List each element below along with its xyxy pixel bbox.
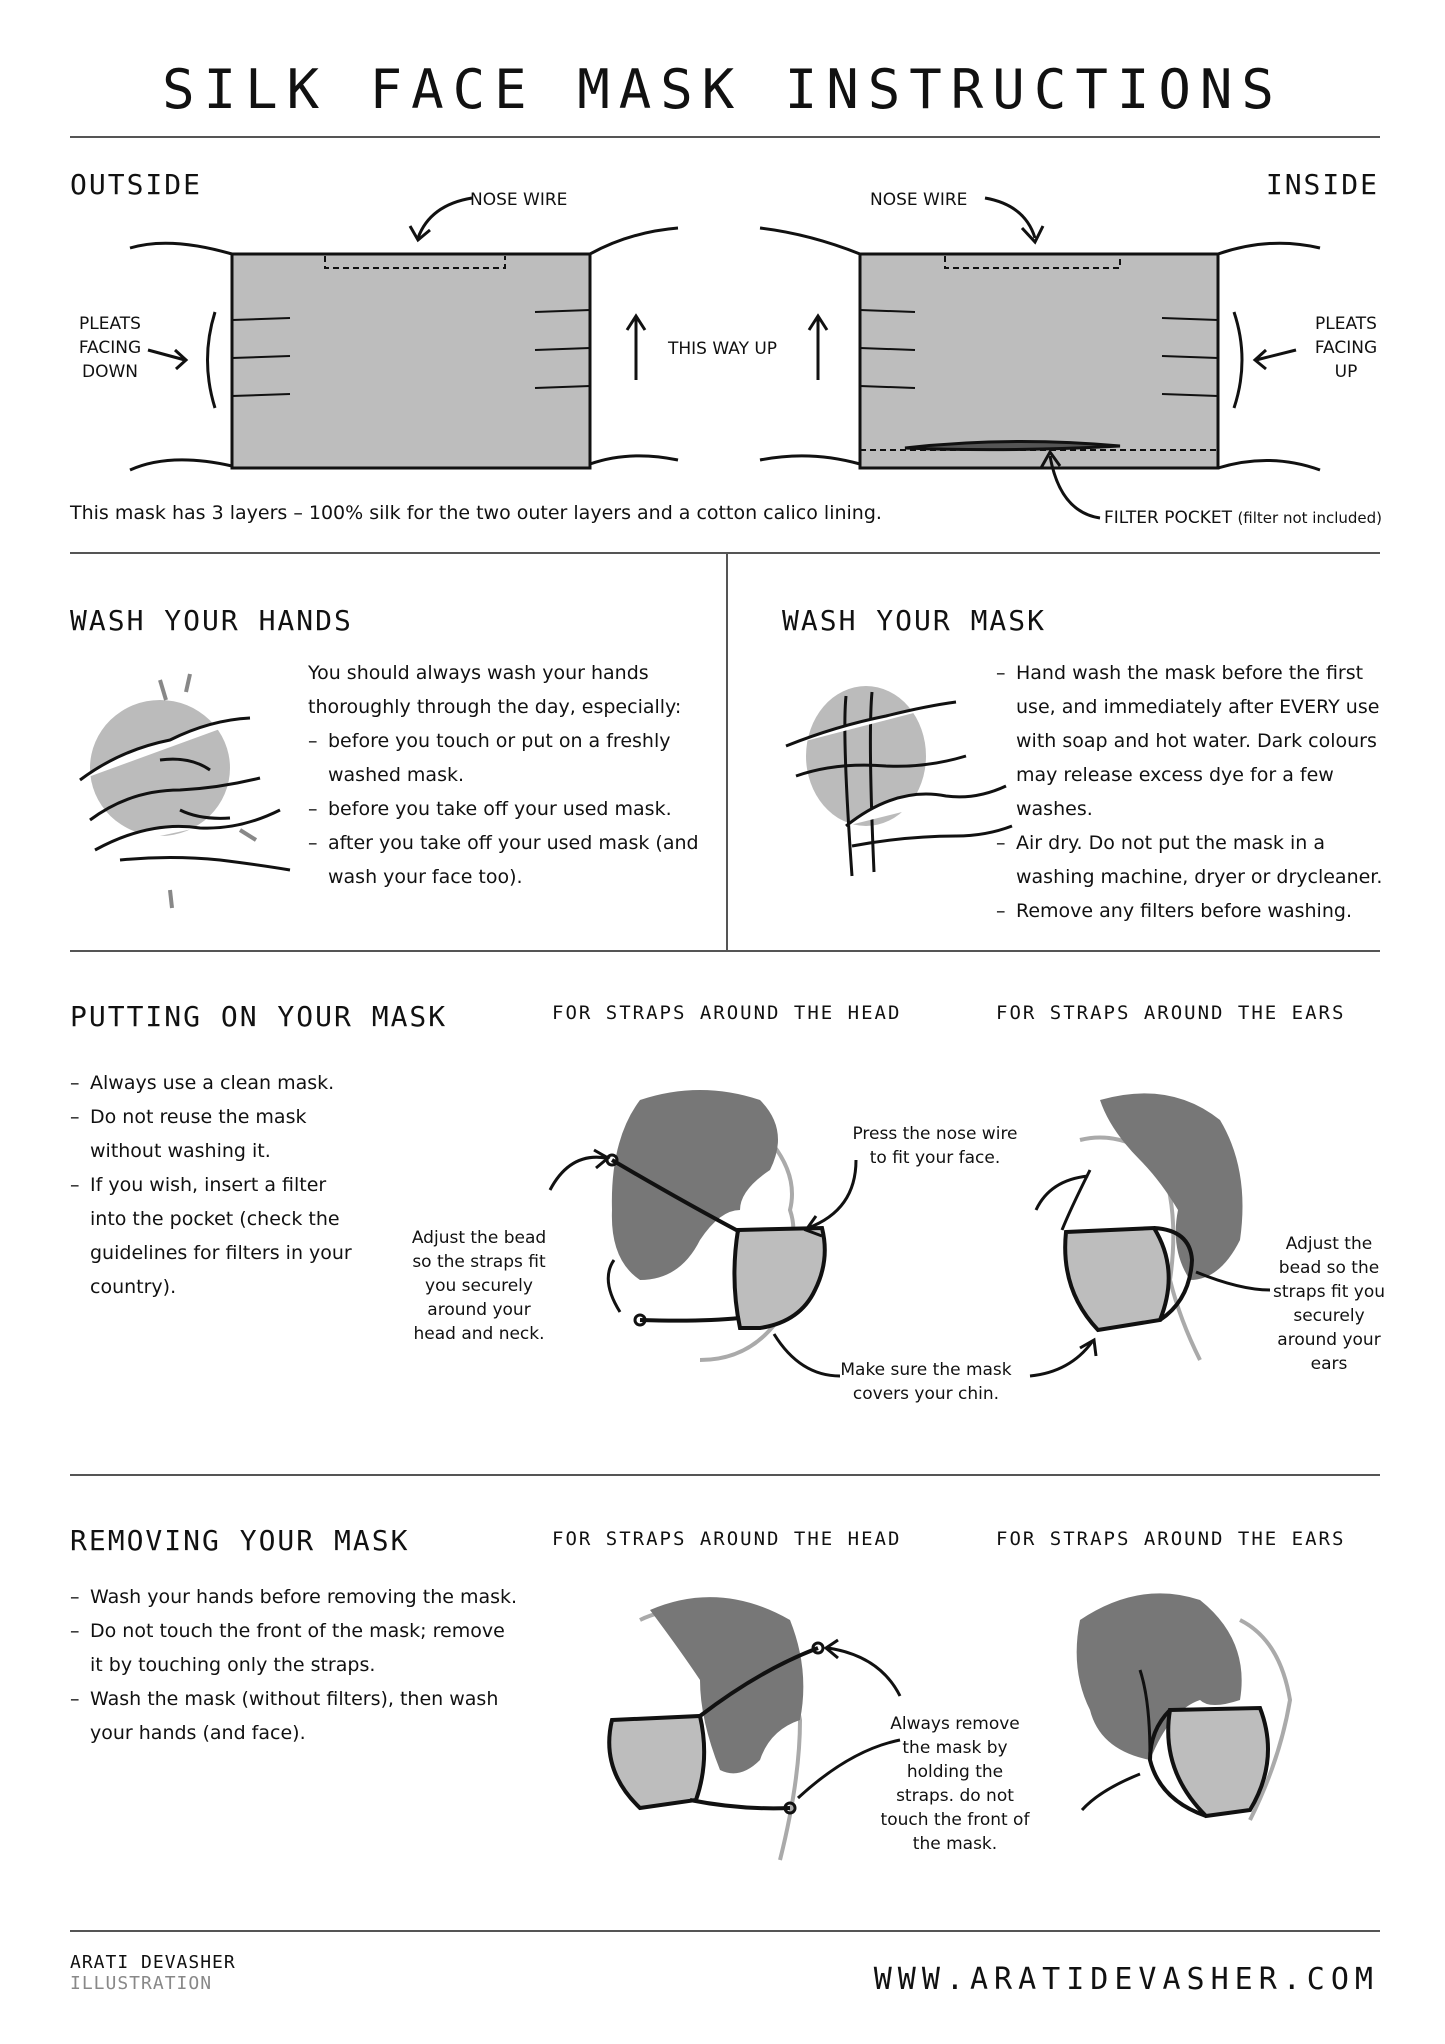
note-bead-ears: Adjust the bead so the straps fit you se… [1273, 1234, 1385, 1374]
nose-wire-label-inside: NOSE WIRE [870, 190, 968, 210]
divider [70, 1474, 1380, 1476]
list-item: Always use a clean mask. [70, 1066, 360, 1100]
note-remove: Always remove the mask by holding the st… [880, 1714, 1030, 1854]
wash-hands-text: You should always wash your hands thorou… [308, 656, 708, 894]
removing-heading: Removing your mask [70, 1524, 410, 1557]
list-item: Remove any filters before washing. [996, 894, 1396, 928]
removing-illustrations [607, 1593, 1293, 1861]
putting-on-illustrations [548, 1090, 1271, 1378]
putting-on-list: Always use a clean mask. Do not reuse th… [70, 1066, 360, 1304]
note-nose-wire: Press the nose wire to fit your face. [852, 1124, 1018, 1168]
divider [70, 552, 1380, 554]
inside-label: Inside [1265, 168, 1379, 201]
washing-mask-icon [785, 686, 1013, 877]
nose-wire-label-outside: NOSE WIRE [470, 190, 568, 210]
remove-ears-straps-illustration [1076, 1593, 1293, 1821]
washing-hands-icon [79, 673, 291, 909]
putting-on-head-label: For straps around the head [552, 1002, 902, 1024]
list-item: before you take off your used mask. [308, 792, 708, 826]
removing-list: Wash your hands before removing the mask… [70, 1580, 520, 1750]
website-link[interactable]: www.aratidevasher.com [873, 1962, 1379, 1997]
filter-pocket-label: FILTER POCKET (filter not included) [1104, 508, 1383, 528]
divider [70, 136, 1380, 138]
page-title: Silk Face Mask Instructions [162, 58, 1283, 121]
remove-head-straps-illustration [607, 1597, 902, 1861]
wash-mask-text: Hand wash the mask before the first use,… [996, 656, 1396, 928]
list-item: Hand wash the mask before the first use,… [996, 656, 1396, 826]
layers-note: This mask has 3 layers – 100% silk for t… [70, 502, 882, 524]
list-item: Do not touch the front of the mask; remo… [70, 1614, 520, 1682]
list-item: Do not reuse the mask without washing it… [70, 1100, 360, 1168]
vertical-divider [726, 552, 728, 950]
removing-ears-label: For straps around the ears [996, 1528, 1346, 1550]
mask-diagram [129, 196, 1321, 520]
list-item: Wash your hands before removing the mask… [70, 1580, 520, 1614]
list-item: Air dry. Do not put the mask in a washin… [996, 826, 1396, 894]
list-item: before you touch or put on a freshly was… [308, 724, 708, 792]
list-item: after you take off your used mask (and w… [308, 826, 708, 894]
note-chin: Make sure the mask covers your chin. [840, 1360, 1012, 1404]
head-straps-illustration [548, 1090, 858, 1378]
wash-hands-heading: Wash your hands [70, 604, 353, 637]
list-item: Wash the mask (without filters), then wa… [70, 1682, 520, 1750]
outside-label: Outside [70, 168, 203, 201]
removing-head-label: For straps around the head [552, 1528, 902, 1550]
divider [70, 1930, 1380, 1932]
this-way-up-label: THIS WAY UP [668, 339, 778, 359]
divider [70, 950, 1380, 952]
inside-mask-illustration [759, 196, 1321, 520]
note-bead-head: Adjust the bead so the straps fit you se… [411, 1228, 547, 1344]
list-item: If you wish, insert a filter into the po… [70, 1168, 360, 1304]
putting-on-ears-label: For straps around the ears [996, 1002, 1346, 1024]
putting-on-heading: Putting on your mask [70, 1000, 448, 1033]
ears-straps-illustration [1029, 1093, 1271, 1378]
wash-mask-heading: Wash your mask [782, 604, 1047, 637]
brand-logo: Arati Devasher Illustration [70, 1952, 236, 1994]
outside-mask-illustration [129, 196, 679, 472]
